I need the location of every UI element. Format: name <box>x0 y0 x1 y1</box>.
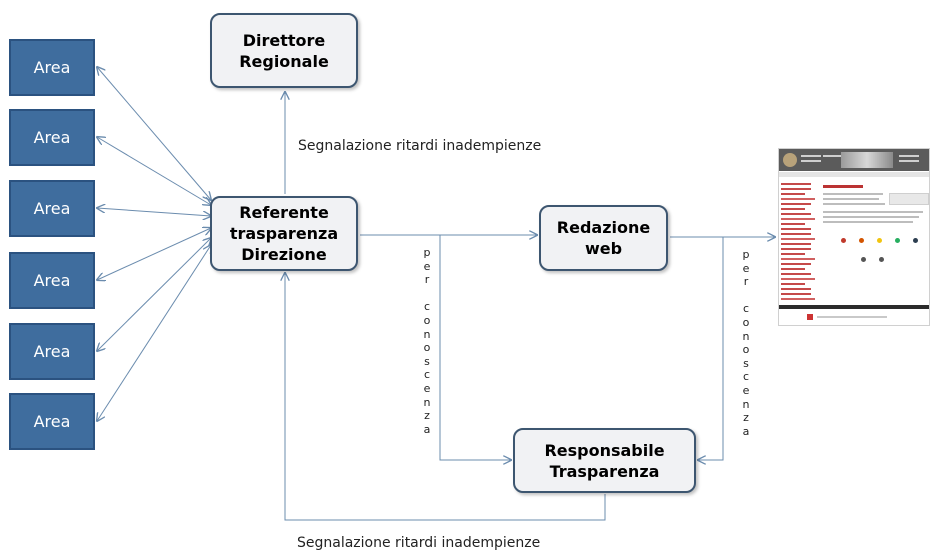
per-conoscenza-letter: a <box>742 424 750 438</box>
area-box-6: Area <box>9 393 95 450</box>
per-conoscenza-letter: n <box>423 395 431 409</box>
per-conoscenza-letter: n <box>742 329 750 343</box>
area-box-5: Area <box>9 323 95 380</box>
per-conoscenza-right-arrow <box>698 237 724 460</box>
area-box-1: Area <box>9 39 95 96</box>
per-conoscenza-letter: n <box>423 327 431 341</box>
area-1-connector <box>97 67 211 200</box>
area-6-connector <box>97 245 211 421</box>
segnalazione-ritardi-top-label: Segnalazione ritardi inadempienze <box>298 138 542 154</box>
area-5-connector <box>97 238 211 351</box>
area-box-4: Area <box>9 252 95 309</box>
area-label: Area <box>33 412 71 431</box>
node-label-line: Direttore <box>242 30 326 50</box>
per-conoscenza-letter: e <box>742 383 750 397</box>
per-conoscenza-letter: c <box>423 368 431 382</box>
per-conoscenza-letter: e <box>423 381 431 395</box>
area-label: Area <box>33 271 71 290</box>
per-conoscenza-letter: r <box>743 275 749 289</box>
responsabile-trasparenza-node: Responsabile Trasparenza <box>513 428 696 493</box>
direttore-regionale-node: Direttore Regionale <box>210 13 358 88</box>
node-label-line: Regionale <box>239 51 329 71</box>
node-label-line: Referente <box>239 203 329 222</box>
node-label-line: trasparenza <box>229 224 339 243</box>
redazione-web-node: Redazione web <box>539 205 668 271</box>
per-conoscenza-letter: n <box>742 397 750 411</box>
responsabile-to-referente-arrow <box>285 273 606 521</box>
per-conoscenza-letter: s <box>743 356 749 370</box>
website-screenshot-thumbnail <box>778 148 930 326</box>
node-label-line: Responsabile <box>544 440 665 460</box>
per-conoscenza-letter: s <box>424 354 430 368</box>
per-conoscenza-letter: e <box>742 261 750 275</box>
per-conoscenza-letter: z <box>424 409 430 423</box>
node-label-line: Trasparenza <box>549 461 660 481</box>
per-conoscenza-letter: c <box>742 370 750 384</box>
node-label-line: web <box>584 239 623 258</box>
thumbnail-sidebar <box>781 183 817 303</box>
per-conoscenza-letter: o <box>742 315 750 329</box>
area-3-connector <box>97 208 211 216</box>
per-conoscenza-letter: o <box>423 313 431 327</box>
per-conoscenza-letter: a <box>423 422 431 436</box>
node-label-line: Redazione <box>556 218 651 237</box>
area-box-3: Area <box>9 180 95 237</box>
area-label: Area <box>33 128 71 147</box>
node-label-line: Direzione <box>241 245 327 264</box>
segnalazione-ritardi-bottom-label: Segnalazione ritardi inadempienze <box>297 535 541 551</box>
per-conoscenza-letter: o <box>423 341 431 355</box>
per-conoscenza-letter: r <box>424 273 430 287</box>
area-label: Area <box>33 199 71 218</box>
thumbnail-header <box>779 149 929 171</box>
per-conoscenza-letter: p <box>423 246 431 259</box>
per-conoscenza-letter: o <box>742 343 750 357</box>
per-conoscenza-letter: c <box>423 300 431 314</box>
per-conoscenza-letter: c <box>742 302 750 316</box>
per-conoscenza-letter: e <box>423 259 431 273</box>
per-conoscenza-letter: p <box>742 248 750 261</box>
per-conoscenza-letter: z <box>743 411 749 425</box>
per-conoscenza-left-arrow <box>439 235 511 460</box>
referente-trasparenza-node: Referente trasparenza Direzione <box>210 196 358 271</box>
area-label: Area <box>33 342 71 361</box>
area-box-2: Area <box>9 109 95 166</box>
area-label: Area <box>33 58 71 77</box>
area-2-connector <box>97 137 211 205</box>
